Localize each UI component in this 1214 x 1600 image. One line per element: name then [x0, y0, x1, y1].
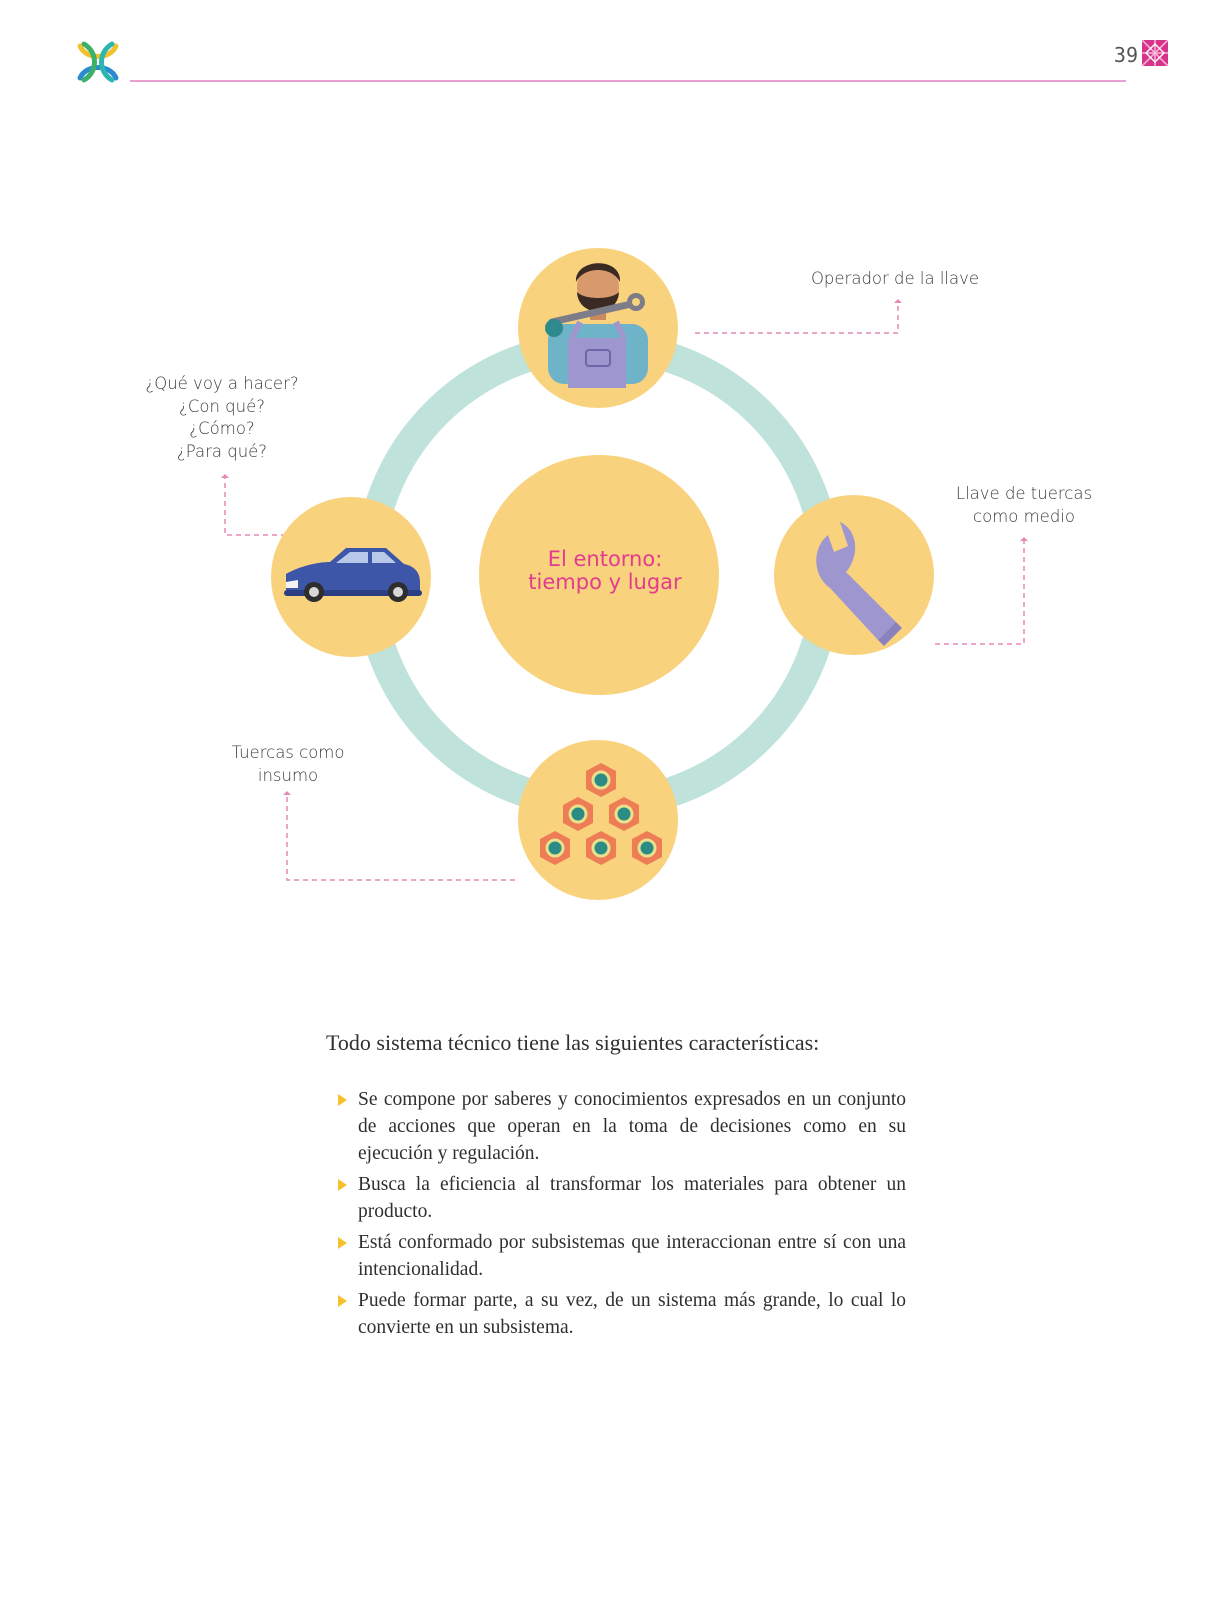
center-title: El entorno: tiempo y lugar	[482, 548, 728, 594]
list-item-text: Está conformado por subsistemas que inte…	[358, 1232, 906, 1280]
label-line: ¿Qué voy a hacer?	[145, 374, 299, 393]
page-number: 39	[1113, 43, 1138, 67]
list-item-text: Se compone por saberes y conocimientos e…	[358, 1089, 906, 1164]
colorful-x-logo-icon	[77, 41, 119, 83]
label-nuts: Tuercas como insumo	[213, 742, 363, 787]
label-line: ¿Cómo?	[189, 419, 255, 438]
triangle-bullet-icon	[338, 1295, 347, 1307]
label-line: como medio	[973, 506, 1075, 526]
list-item: Puede formar parte, a su vez, de un sist…	[338, 1287, 906, 1341]
list-item-text: Puede formar parte, a su vez, de un sist…	[358, 1290, 906, 1338]
center-title-line-2: tiempo y lugar	[528, 570, 682, 594]
label-questions: ¿Qué voy a hacer? ¿Con qué? ¿Cómo? ¿Para…	[132, 373, 312, 463]
label-line: Operador de la llave	[810, 269, 980, 288]
list-item: Se compone por saberes y conocimientos e…	[338, 1086, 906, 1167]
list-item-text: Busca la eficiencia al transformar los m…	[358, 1174, 906, 1222]
label-operator: Operador de la llave	[800, 268, 990, 291]
pink-pattern-icon	[1142, 40, 1168, 66]
label-line: insumo	[257, 765, 319, 785]
car-icon	[271, 497, 431, 657]
characteristics-section: Todo sistema técnico tiene las siguiente…	[326, 1030, 906, 1345]
label-line: Tuercas como	[231, 743, 345, 762]
label-wrench: Llave de tuercas como medio	[934, 483, 1114, 528]
nuts-icon	[518, 740, 678, 900]
triangle-bullet-icon	[338, 1179, 347, 1191]
mechanic-icon	[518, 248, 678, 408]
label-line: ¿Con qué?	[178, 396, 265, 416]
list-item: Busca la eficiencia al transformar los m…	[338, 1171, 906, 1225]
label-line: Llave de tuercas	[955, 484, 1093, 503]
triangle-bullet-icon	[338, 1237, 347, 1249]
label-line: ¿Para qué?	[176, 441, 268, 461]
wrench-icon	[774, 495, 934, 655]
center-title-line-1: El entorno:	[547, 547, 663, 571]
characteristics-list: Se compone por saberes y conocimientos e…	[326, 1086, 906, 1341]
list-item: Está conformado por subsistemas que inte…	[338, 1229, 906, 1283]
triangle-bullet-icon	[338, 1094, 347, 1106]
header-rule	[130, 80, 1126, 82]
intro-text: Todo sistema técnico tiene las siguiente…	[326, 1030, 820, 1055]
